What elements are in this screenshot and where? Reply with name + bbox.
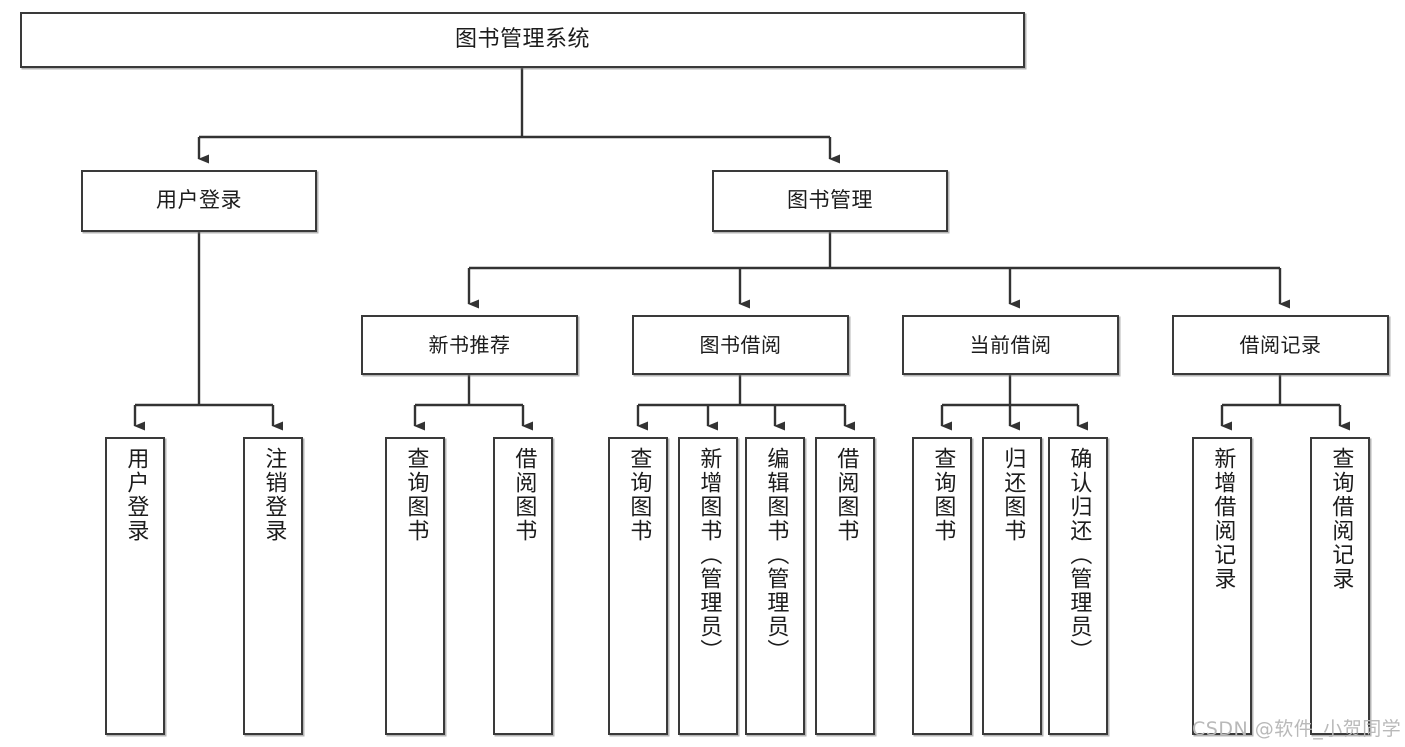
- node-root-system[interactable]: 图书管理系统: [20, 12, 1025, 68]
- leaf-user-login[interactable]: 用户登录: [105, 437, 165, 735]
- node-user-login[interactable]: 用户登录: [81, 170, 317, 232]
- node-label: 新增借阅记录: [1210, 447, 1236, 591]
- node-label: 确认归还（管理员）: [1066, 447, 1092, 663]
- node-label: 图书管理系统: [454, 27, 590, 53]
- leaf-query-book-borrow[interactable]: 查询图书: [608, 437, 668, 735]
- node-book-borrow[interactable]: 图书借阅: [632, 315, 849, 375]
- node-label: 用户登录: [156, 188, 242, 213]
- node-label: 查询图书: [930, 447, 956, 543]
- node-label: 图书借阅: [699, 332, 782, 357]
- leaf-borrow-book-recommend[interactable]: 借阅图书: [493, 437, 553, 735]
- node-label: 借阅记录: [1239, 332, 1322, 357]
- node-label: 当前借阅: [969, 332, 1052, 357]
- node-current-borrow[interactable]: 当前借阅: [902, 315, 1119, 375]
- node-label: 查询图书: [626, 447, 652, 543]
- node-borrow-record[interactable]: 借阅记录: [1172, 315, 1389, 375]
- leaf-confirm-return-admin[interactable]: 确认归还（管理员）: [1048, 437, 1108, 735]
- node-label: 查询借阅记录: [1328, 447, 1354, 591]
- node-book-management[interactable]: 图书管理: [712, 170, 948, 232]
- node-label: 归还图书: [1000, 447, 1026, 543]
- node-label: 编辑图书（管理员）: [763, 447, 789, 663]
- node-new-book-recommend[interactable]: 新书推荐: [361, 315, 578, 375]
- leaf-add-book-admin[interactable]: 新增图书（管理员）: [678, 437, 738, 735]
- leaf-logout[interactable]: 注销登录: [243, 437, 303, 735]
- node-label: 借阅图书: [833, 447, 859, 543]
- leaf-query-book-current[interactable]: 查询图书: [912, 437, 972, 735]
- leaf-return-book[interactable]: 归还图书: [982, 437, 1042, 735]
- node-label: 借阅图书: [511, 447, 537, 543]
- node-label: 新书推荐: [428, 332, 511, 357]
- leaf-edit-book-admin[interactable]: 编辑图书（管理员）: [745, 437, 805, 735]
- node-label: 图书管理: [787, 188, 873, 213]
- leaf-query-book-recommend[interactable]: 查询图书: [385, 437, 445, 735]
- leaf-borrow-book[interactable]: 借阅图书: [815, 437, 875, 735]
- watermark: CSDN @软件_小贺同学: [1192, 718, 1402, 740]
- leaf-query-borrow-record[interactable]: 查询借阅记录: [1310, 437, 1370, 735]
- node-label: 查询图书: [403, 447, 429, 543]
- node-label: 用户登录: [123, 447, 149, 543]
- leaf-add-borrow-record[interactable]: 新增借阅记录: [1192, 437, 1252, 735]
- node-label: 注销登录: [261, 447, 287, 543]
- node-label: 新增图书（管理员）: [696, 447, 722, 663]
